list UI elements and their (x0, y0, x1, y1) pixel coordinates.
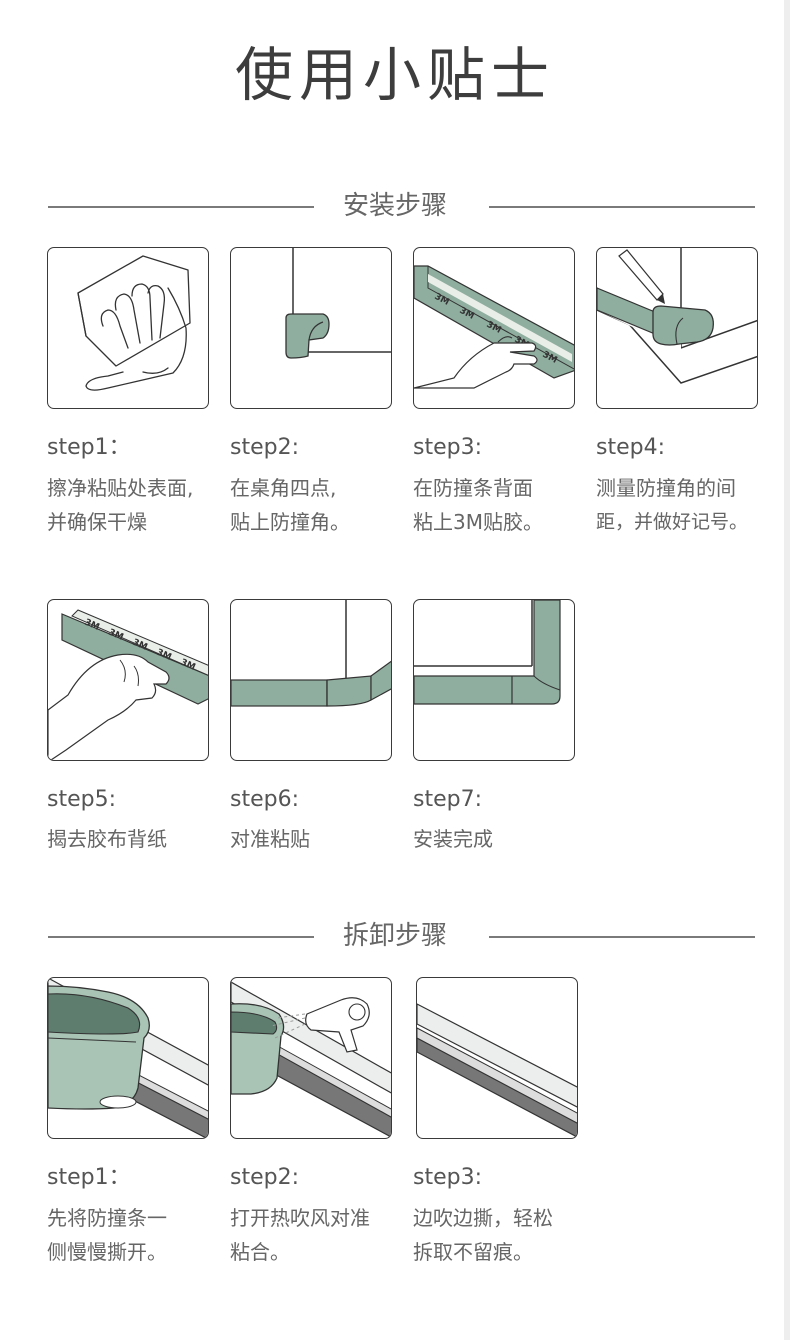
install-step5-label: step5: (47, 787, 116, 812)
removal-heading: 拆卸步骤 (342, 921, 447, 951)
install-step6-label: step6: (230, 787, 299, 812)
removal-step2-illustration (230, 977, 392, 1139)
install-step4-desc-line1: 测量防撞角的间 (596, 476, 736, 500)
install-step6-desc-line1: 对准粘贴 (230, 827, 310, 851)
install-step1-illustration (47, 247, 209, 409)
divider-line-left (48, 936, 314, 938)
divider-line-left (48, 206, 314, 208)
install-step4-desc-line2: 距，并做好记号。 (596, 511, 749, 533)
removal-step3-label: step3: (413, 1165, 482, 1190)
install-step5-illustration: 3M 3M 3M 3M 3M (47, 599, 209, 761)
install-step6-illustration (230, 599, 392, 761)
removal-step1-label: step1： (47, 1165, 131, 1190)
removal-step2-label: step2: (230, 1165, 299, 1190)
install-step2-illustration (230, 247, 392, 409)
install-step7-label: step7: (413, 787, 482, 812)
install-step4-label: step4: (596, 435, 665, 460)
install-step3-desc-line2: 粘上3M贴胶。 (413, 510, 543, 534)
install-step7-desc-line1: 安装完成 (413, 827, 493, 851)
removal-step3-illustration (416, 977, 578, 1139)
install-step1-label: step1： (47, 435, 131, 460)
scrollbar[interactable] (784, 0, 790, 1340)
removal-step2-desc-line2: 粘合。 (230, 1240, 290, 1264)
removal-step3-desc-line2: 拆取不留痕。 (413, 1240, 533, 1264)
removal-step1-desc-line1: 先将防撞条一 (47, 1206, 167, 1230)
install-step2-desc-line2: 贴上防撞角。 (230, 510, 350, 534)
install-step3-desc-line1: 在防撞条背面 (413, 476, 533, 500)
install-step2-desc-line1: 在桌角四点, (230, 476, 337, 500)
page-title: 使用小贴士 (234, 41, 555, 109)
removal-step1-desc-line2: 侧慢慢撕开。 (47, 1240, 167, 1264)
install-step3-label: step3: (413, 435, 482, 460)
install-step4-illustration (596, 247, 758, 409)
install-step1-desc-line2: 并确保干燥 (47, 510, 147, 534)
install-step1-desc-line1: 擦净粘贴处表面, (47, 476, 194, 500)
install-heading: 安装步骤 (342, 191, 447, 221)
removal-step1-illustration (47, 977, 209, 1139)
install-step3-illustration: 3M 3M 3M 3M 3M (413, 247, 575, 409)
removal-step2-desc-line1: 打开热吹风对准 (230, 1206, 370, 1230)
divider-line-right (489, 206, 755, 208)
removal-step3-desc-line1: 边吹边撕，轻松 (413, 1206, 553, 1230)
install-step7-illustration (413, 599, 575, 761)
install-step2-label: step2: (230, 435, 299, 460)
divider-line-right (489, 936, 755, 938)
install-section-header: 安装步骤 (0, 186, 790, 226)
install-step5-desc-line1: 揭去胶布背纸 (47, 827, 167, 851)
removal-section-header: 拆卸步骤 (0, 916, 790, 956)
